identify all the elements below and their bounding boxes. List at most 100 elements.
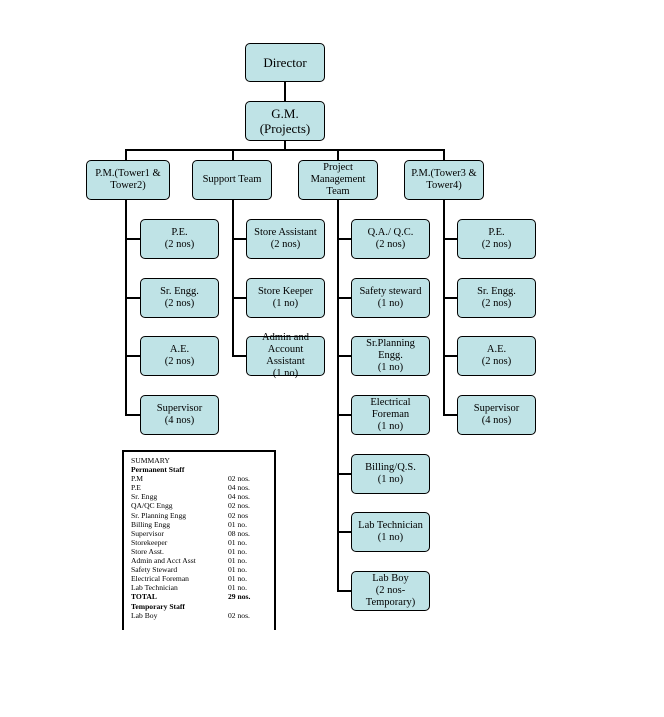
- tick-col1-1: [125, 238, 140, 240]
- tick-col3-2: [337, 297, 351, 299]
- summary-row: Lab Technician 01 no.: [131, 583, 268, 592]
- summary-title: SUMMARY: [131, 456, 170, 465]
- tick-col2-2: [232, 297, 246, 299]
- summary-row-label: P.M: [131, 474, 144, 484]
- summary-row-label: Sr. Planning Engg: [131, 510, 187, 520]
- support-team-box: Support Team: [192, 160, 272, 200]
- tick-col3-7: [337, 590, 351, 592]
- summary-row: Sr. Planning Engg 02 nos: [131, 511, 268, 520]
- ae-box-tower3-4: A.E. (2 nos): [457, 336, 536, 376]
- summary-row-label: Admin and Acct Asst: [131, 556, 196, 566]
- summary-row-value: 01 no.: [228, 565, 247, 575]
- tick-col1-3: [125, 355, 140, 357]
- tick-col3-6: [337, 531, 351, 533]
- summary-row-label: P.E: [131, 483, 141, 493]
- summary-row: Lab Boy 02 nos.: [131, 611, 268, 620]
- tick-col3-3: [337, 355, 351, 357]
- summary-row-value: 02 nos.: [228, 474, 250, 484]
- sr-engg-box-tower3-4: Sr. Engg. (2 nos): [457, 278, 536, 318]
- tick-col4-2: [443, 297, 457, 299]
- director-box: Director: [245, 43, 325, 82]
- summary-row-label: QA/QC Engg: [131, 501, 173, 511]
- summary-row-value: 01 no.: [228, 583, 247, 593]
- lab-technician-box: Lab Technician (1 no): [351, 512, 430, 552]
- tick-col4-4: [443, 414, 457, 416]
- summary-temporary-rows: Lab Boy 02 nos.: [131, 611, 268, 620]
- tick-col1-4: [125, 414, 140, 416]
- summary-row: Supervisor 08 nos.: [131, 529, 268, 538]
- tick-col3-5: [337, 473, 351, 475]
- summary-row-label: Lab Boy: [131, 610, 158, 620]
- summary-row-value: 01 no.: [228, 556, 247, 566]
- spine-col-3: [337, 199, 339, 592]
- summary-row-value: 04 nos.: [228, 483, 250, 493]
- tick-col2-3: [232, 355, 246, 357]
- tick-col1-2: [125, 297, 140, 299]
- summary-row-value: 08 nos.: [228, 528, 250, 538]
- tick-col4-1: [443, 238, 457, 240]
- summary-row-label: Store Asst.: [131, 546, 164, 556]
- supervisor-box-tower3-4: Supervisor (4 nos): [457, 395, 536, 435]
- summary-row-value: 01 no.: [228, 546, 247, 556]
- safety-steward-box: Safety steward (1 no): [351, 278, 430, 318]
- sr-engg-box-tower1-2: Sr. Engg. (2 nos): [140, 278, 219, 318]
- summary-total-row: TOTAL 29 nos.: [131, 592, 268, 601]
- supervisor-box-tower1-2: Supervisor (4 nos): [140, 395, 219, 435]
- spine-col-2: [232, 199, 234, 356]
- summary-row: Sr. Engg 04 nos.: [131, 492, 268, 501]
- staff-summary-panel: SUMMARY Permanent Staff P.M 02 nos. P.E 04 …: [122, 450, 276, 630]
- tick-col4-3: [443, 355, 457, 357]
- pe-box-tower3-4: P.E. (2 nos): [457, 219, 536, 259]
- spine-col-4: [443, 199, 445, 415]
- summary-row-label: Electrical Foreman: [131, 574, 189, 584]
- summary-row: QA/QC Engg 02 nos.: [131, 501, 268, 510]
- summary-row: P.M 02 nos.: [131, 474, 268, 483]
- summary-row-value: 02 nos: [228, 510, 249, 520]
- permanent-staff-heading: Permanent Staff: [131, 465, 185, 475]
- gm-projects-box: G.M.(Projects): [245, 101, 325, 141]
- lab-boy-box: Lab Boy (2 nos- Temporary): [351, 571, 430, 611]
- pm-tower1-2-box: P.M.(Tower1 & Tower2): [86, 160, 170, 200]
- summary-row: Store Asst. 01 no.: [131, 547, 268, 556]
- tick-col3-1: [337, 238, 351, 240]
- electrical-foreman-box: Electrical Foreman (1 no): [351, 395, 430, 435]
- store-assistant-box: Store Assistant (2 nos): [246, 219, 325, 259]
- pm-tower3-4-box: P.M.(Tower3 & Tower4): [404, 160, 484, 200]
- summary-total-value: 29 nos.: [228, 592, 251, 602]
- summary-row-label: Supervisor: [131, 528, 164, 538]
- connector-drop-head-3: [337, 149, 339, 161]
- qa-qc-box: Q.A./ Q.C. (2 nos): [351, 219, 430, 259]
- summary-row: P.E 04 nos.: [131, 483, 268, 492]
- summary-row-label: Sr. Engg: [131, 492, 158, 502]
- summary-row-value: 04 nos.: [228, 492, 250, 502]
- connector-horizontal-bus: [125, 149, 445, 151]
- temporary-staff-heading: Temporary Staff: [131, 601, 185, 611]
- ae-box-tower1-2: A.E. (2 nos): [140, 336, 219, 376]
- summary-row-label: Storekeeper: [131, 537, 168, 547]
- connector-drop-head-1: [125, 149, 127, 161]
- summary-row-value: 02 nos.: [228, 610, 250, 620]
- summary-row-label: Lab Technician: [131, 583, 178, 593]
- summary-row-value: 01 no.: [228, 519, 247, 529]
- sr-planning-engg-box: Sr.Planning Engg. (1 no): [351, 336, 430, 376]
- project-management-team-box: Project Management Team: [298, 160, 378, 200]
- summary-row-value: 02 nos.: [228, 501, 250, 511]
- summary-row: Storekeeper 01 no.: [131, 538, 268, 547]
- admin-account-assistant-box: Admin and Account Assistant (1 no): [246, 332, 325, 379]
- summary-row-value: 01 no.: [228, 537, 247, 547]
- summary-row: Safety Steward 01 no.: [131, 565, 268, 574]
- summary-row-label: Safety Steward: [131, 565, 178, 575]
- summary-row: Admin and Acct Asst 01 no.: [131, 556, 268, 565]
- pe-box-tower1-2: P.E. (2 nos): [140, 219, 219, 259]
- connector-drop-head-4: [443, 149, 445, 161]
- tick-col2-1: [232, 238, 246, 240]
- billing-qs-box: Billing/Q.S. (1 no): [351, 454, 430, 494]
- tick-col3-4: [337, 414, 351, 416]
- connector-gm-bus: [284, 140, 286, 150]
- store-keeper-box: Store Keeper (1 no): [246, 278, 325, 318]
- spine-col-1: [125, 199, 127, 415]
- connector-drop-head-2: [232, 149, 234, 161]
